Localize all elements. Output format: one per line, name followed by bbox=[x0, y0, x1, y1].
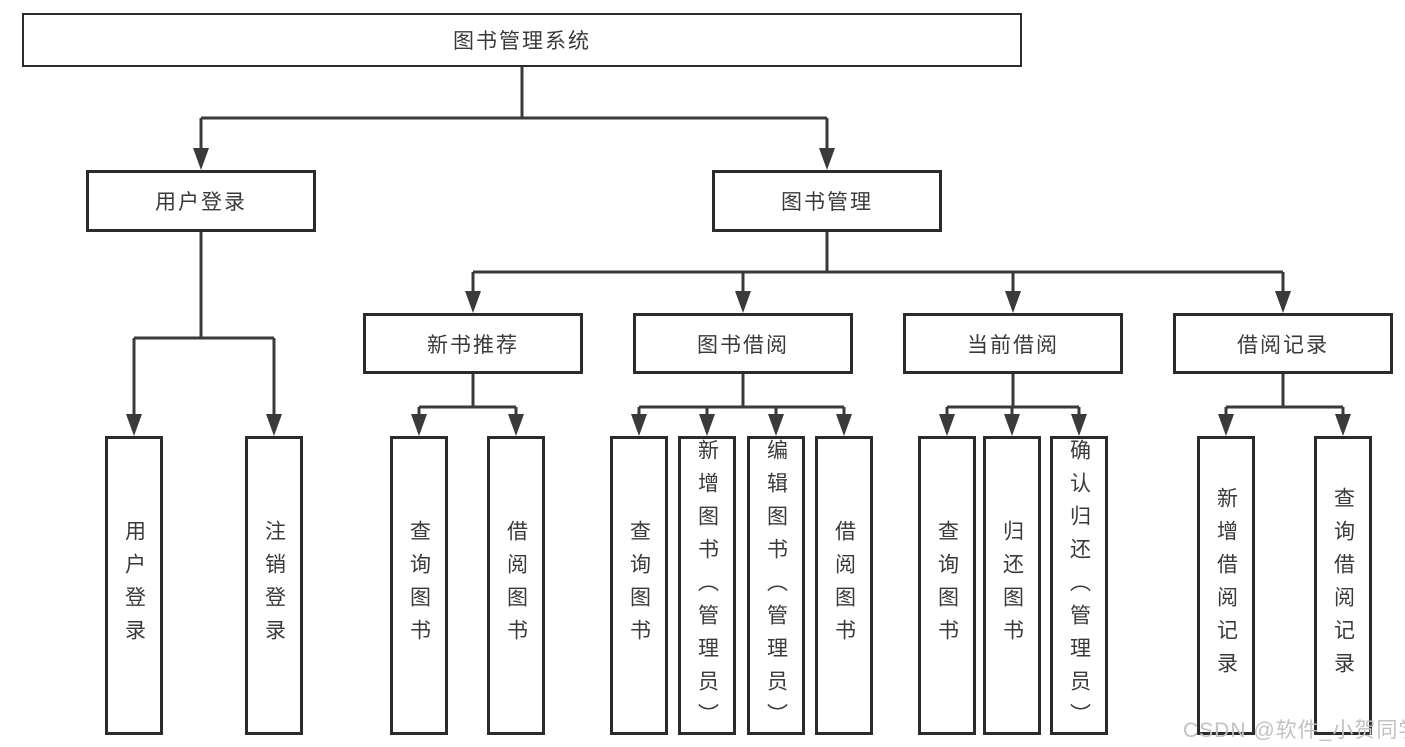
leaf-user-login: 用户登录 bbox=[105, 436, 163, 735]
leaf-bb-borrow-books: 借阅图书 bbox=[815, 436, 873, 735]
leaf-cb-confirm-return-admin: 确认归还（管理员） bbox=[1050, 436, 1108, 736]
leaf-logout-label: 注销登录 bbox=[262, 519, 286, 652]
leaf-bb-borrow-books-label: 借阅图书 bbox=[832, 519, 856, 652]
connector-book-management-to-level3 bbox=[471, 232, 1285, 297]
node-book-management: 图书管理 bbox=[712, 170, 942, 232]
leaf-br-add-record-label: 新增借阅记录 bbox=[1214, 486, 1238, 685]
leaf-logout: 注销登录 bbox=[245, 436, 303, 735]
leaf-cb-query-books: 查询图书 bbox=[918, 436, 976, 735]
leaf-cb-return-books-label: 归还图书 bbox=[1000, 519, 1024, 652]
node-book-borrow: 图书借阅 bbox=[633, 313, 853, 374]
node-system-root: 图书管理系统 bbox=[22, 13, 1022, 67]
leaf-bb-add-book-admin-label: 新增图书（管理员） bbox=[695, 439, 719, 736]
connector-user-login-to-leaves bbox=[132, 232, 276, 420]
connector-borrow-records-to-leaves bbox=[1224, 374, 1345, 420]
leaf-nb-borrow-books-label: 借阅图书 bbox=[504, 519, 528, 652]
leaf-bb-query-books-label: 查询图书 bbox=[627, 519, 651, 652]
watermark: CSDN @软件_小贺同学 bbox=[1183, 719, 1405, 742]
connector-new-book-recommend-to-leaves bbox=[417, 374, 518, 420]
leaf-br-add-record: 新增借阅记录 bbox=[1197, 436, 1255, 735]
leaf-br-query-record: 查询借阅记录 bbox=[1314, 436, 1372, 735]
connector-current-borrow-to-leaves bbox=[945, 374, 1081, 420]
connector-book-borrow-to-leaves bbox=[637, 374, 846, 420]
leaf-bb-query-books: 查询图书 bbox=[610, 436, 668, 735]
leaf-bb-edit-book-admin: 编辑图书（管理员） bbox=[747, 436, 805, 736]
leaf-user-login-label: 用户登录 bbox=[122, 519, 146, 652]
connector-root-to-level2 bbox=[199, 67, 829, 152]
arrowheads-down bbox=[126, 148, 1351, 436]
node-borrow-records: 借阅记录 bbox=[1173, 313, 1393, 374]
leaf-nb-query-books-label: 查询图书 bbox=[407, 519, 431, 652]
node-new-book-recommend: 新书推荐 bbox=[363, 313, 583, 374]
leaf-cb-confirm-return-admin-label: 确认归还（管理员） bbox=[1067, 439, 1091, 736]
leaf-cb-query-books-label: 查询图书 bbox=[935, 519, 959, 652]
leaf-nb-borrow-books: 借阅图书 bbox=[487, 436, 545, 735]
leaf-bb-edit-book-admin-label: 编辑图书（管理员） bbox=[764, 439, 788, 736]
node-current-borrow: 当前借阅 bbox=[903, 313, 1123, 374]
leaf-nb-query-books: 查询图书 bbox=[390, 436, 448, 735]
connector-line-group bbox=[132, 67, 1345, 420]
leaf-br-query-record-label: 查询借阅记录 bbox=[1331, 486, 1355, 685]
leaf-cb-return-books: 归还图书 bbox=[983, 436, 1041, 735]
node-user-login: 用户登录 bbox=[86, 170, 316, 232]
leaf-bb-add-book-admin: 新增图书（管理员） bbox=[678, 436, 736, 736]
